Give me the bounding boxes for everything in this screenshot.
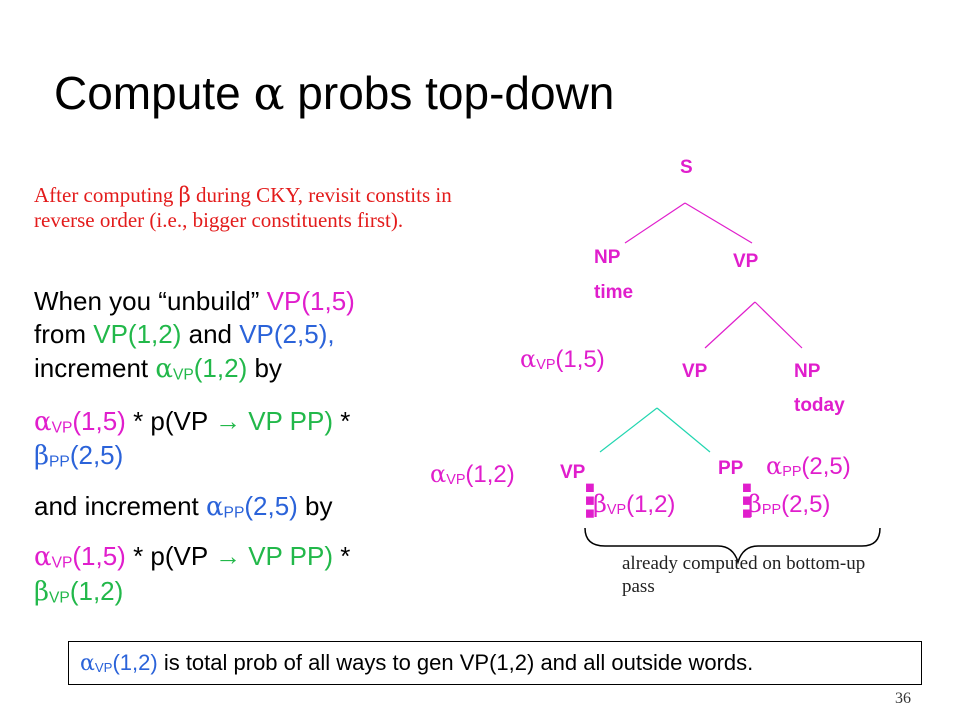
- formula-1-line-1: αVP(1,5) * p(VP → VP PP) *: [34, 406, 351, 437]
- brace-note: already computed on bottom-up pass: [622, 553, 866, 597]
- label-beta-pp25: βPP(2,5): [748, 490, 831, 519]
- label-beta-vp12: βVP(1,2): [593, 490, 676, 519]
- node-np-word: time: [594, 282, 634, 303]
- title-suffix: probs top-down: [284, 67, 615, 119]
- label-alpha-vp15: αVP(1,5): [520, 345, 605, 374]
- slide-title: Compute α probs top-down: [54, 66, 614, 120]
- definition-box: [68, 641, 922, 685]
- node-pp-child: PP: [718, 458, 744, 479]
- edge-s-np: [624, 202, 686, 244]
- label-alpha-pp25: αPP(2,5): [766, 452, 851, 481]
- node-vp-left: VP: [682, 361, 708, 382]
- body-line-3: increment αVP(1,2) by: [34, 353, 282, 384]
- label-alpha-vp12: αVP(1,2): [430, 460, 515, 489]
- edge-vp-np: [754, 301, 803, 349]
- brace: [584, 527, 881, 565]
- definition-text: αVP(1,2) is total prob of all ways to ge…: [80, 650, 754, 676]
- node-vp: VP: [733, 251, 759, 272]
- node-np-right: NP: [794, 361, 821, 382]
- node-np: NP: [594, 247, 621, 268]
- body-line-1: When you “unbuild” VP(1,5): [34, 286, 355, 316]
- title-alpha: α: [253, 66, 285, 120]
- edge-vp-pp-child: [656, 407, 711, 453]
- edge-vp-vp: [704, 301, 756, 349]
- note-text: After computing β during CKY, revisit co…: [34, 183, 452, 232]
- title-prefix: Compute: [54, 67, 254, 119]
- formula-1-line-2: βPP(2,5): [34, 440, 124, 471]
- body-line-4: and increment αPP(2,5) by: [34, 491, 333, 522]
- node-s: S: [680, 157, 693, 178]
- body-line-2: from VP(1,2) and VP(2,5),: [34, 319, 335, 349]
- page-number: 36: [895, 690, 911, 707]
- node-vp-child: VP: [560, 462, 586, 483]
- ellipsis-dots-left: ⋮: [568, 477, 612, 526]
- ellipsis-dots-right: ⋮: [725, 477, 769, 526]
- formula-2-line-1: αVP(1,5) * p(VP → VP PP) *: [34, 541, 351, 572]
- edge-vp-vp-child: [599, 407, 658, 453]
- edge-s-vp: [684, 202, 753, 244]
- formula-2-line-2: βVP(1,2): [34, 576, 124, 607]
- node-np-right-word: today: [794, 395, 845, 416]
